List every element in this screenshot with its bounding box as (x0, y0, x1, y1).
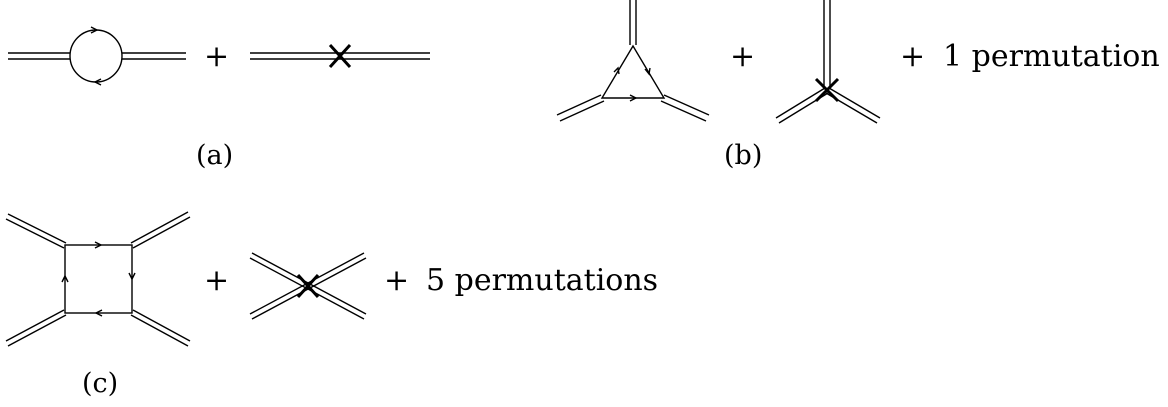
external-line-bottom-left (775, 87, 826, 119)
panel-b: + + 1 permutation (b) (556, 0, 1160, 171)
triangle-diagram-b (556, 0, 710, 122)
counterterm-diagram-a (250, 43, 430, 69)
arrow-left-side (613, 66, 620, 75)
arrow-left-side (61, 274, 69, 283)
arrow-top-side (94, 241, 103, 249)
external-line-bottom-left (556, 94, 602, 116)
plus-sign: + (730, 39, 755, 74)
arrow-bottom-side (629, 94, 638, 102)
permutation-text: 1 permutation (943, 39, 1160, 74)
arrow-right-side (644, 67, 651, 76)
external-line-bottom-left (5, 309, 65, 342)
plus-sign: + (204, 263, 229, 298)
panel-label-b: (b) (724, 140, 762, 171)
arrow-top (90, 26, 99, 34)
fermion-box (64, 244, 133, 314)
plus-sign: + (204, 39, 229, 74)
external-line-bottom-right (132, 309, 191, 342)
permutation-text: 5 permutations (426, 263, 658, 298)
panel-label-c: (c) (82, 368, 118, 399)
plus-sign: + (900, 39, 925, 74)
panel-c: + + 5 permutations (c) (5, 211, 658, 399)
external-line-top-right (130, 211, 189, 244)
external-line-bottom-right (828, 87, 881, 119)
panel-label-a: (a) (196, 140, 233, 171)
box-diagram-c (5, 211, 191, 347)
plus-sign: + (384, 263, 409, 298)
counterterm-diagram-b (775, 0, 881, 124)
fermion-loop (69, 29, 123, 83)
loop-diagram-a (8, 26, 186, 86)
external-line-top-left (7, 213, 67, 244)
arrow-bottom-side (94, 309, 103, 317)
arrow-right-side (128, 272, 136, 281)
counterterm-diagram-c (249, 252, 367, 320)
fermion-triangle (600, 44, 666, 99)
arrow-bottom (93, 78, 102, 86)
panel-a: + (a) (8, 26, 430, 171)
external-line-bottom-right (663, 94, 710, 116)
